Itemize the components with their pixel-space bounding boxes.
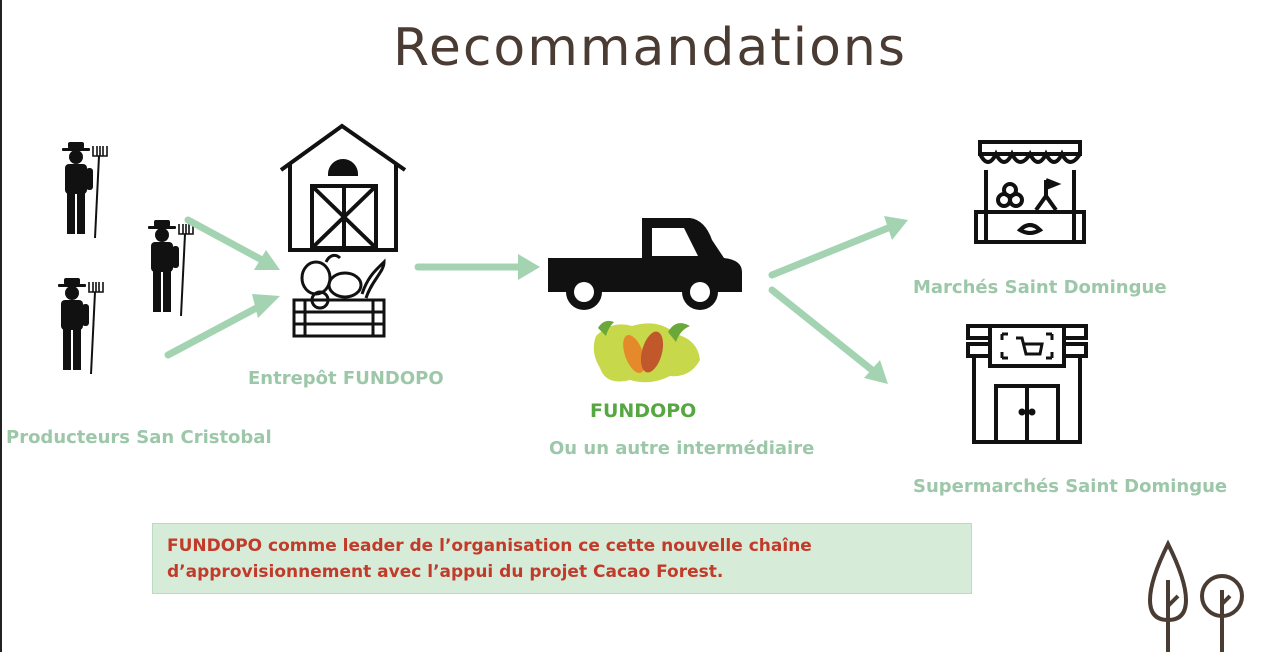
markets-label: Marchés Saint Domingue <box>913 277 1167 298</box>
barn-icon <box>279 123 407 252</box>
note-line-1: FUNDOPO comme leader de l’organisation c… <box>167 536 812 556</box>
slide-title: Recommandations <box>393 18 907 78</box>
truck-icon <box>548 218 742 310</box>
farmer-icon <box>61 141 108 239</box>
flow-arrow <box>414 254 540 280</box>
warehouse-label: Entrepôt FUNDOPO <box>248 368 444 389</box>
produce-crate-icon <box>292 253 386 338</box>
farmer-icon <box>57 277 104 375</box>
fundopo-label: FUNDOPO <box>590 400 697 422</box>
trees-icon <box>1147 539 1244 652</box>
producers-label: Producteurs San Cristobal <box>6 427 272 448</box>
farmer-icon <box>147 219 194 317</box>
flow-arrow <box>184 216 280 270</box>
note-line-2: d’approvisionnement avec l’appui du proj… <box>167 562 724 582</box>
flow-arrow <box>768 216 908 279</box>
flow-arrow <box>164 294 280 359</box>
flow-arrow <box>768 286 888 384</box>
market-stall-icon <box>974 140 1086 244</box>
slide-edge <box>0 0 2 652</box>
intermediary-label: Ou un autre intermédiaire <box>549 438 815 459</box>
cacao-map-icon <box>593 320 700 383</box>
recommendation-note: FUNDOPO comme leader de l’organisation c… <box>152 523 972 594</box>
supermarket-icon <box>966 324 1088 444</box>
supermarkets-label: Supermarchés Saint Domingue <box>913 476 1228 497</box>
